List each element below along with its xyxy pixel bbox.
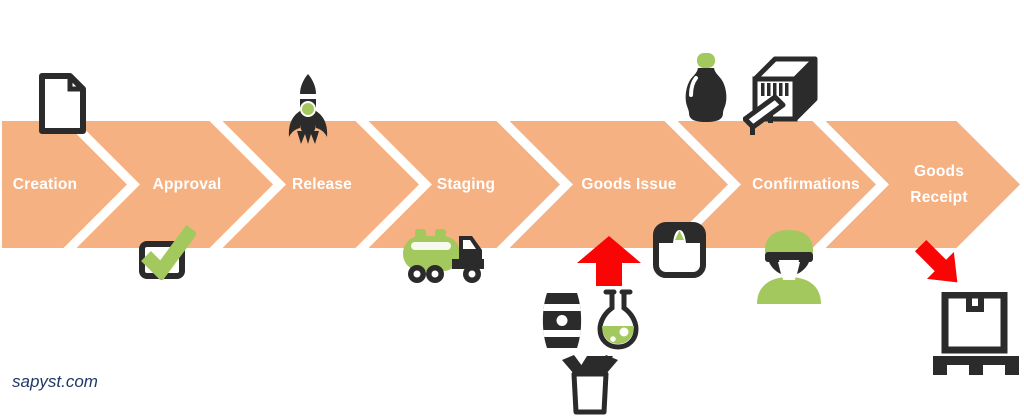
step-label-staging: Staging [436,175,496,193]
pallet-box-icon [933,292,1019,375]
document-icon [39,73,86,134]
step-label-approval: Approval [152,175,222,193]
step-label-goods-receipt: Goods Receipt [910,162,968,206]
open-box-icon [562,355,618,415]
worker-icon [757,230,821,304]
bottle-icon [685,53,727,122]
barrel-icon [542,293,582,348]
step-label-creation: Creation [12,175,78,193]
watermark-text: sapyst.com [12,372,98,391]
up-arrow-icon [577,236,641,286]
checkbox-check-icon [139,224,196,280]
packing-machine-icon [743,56,818,135]
chevron-band: Creation Approval Release Staging Goods … [2,121,1020,248]
rocket-icon [288,74,328,144]
step-label-release: Release [291,175,353,193]
scale-icon [653,222,706,278]
step-label-confirmations: Confirmations [752,175,860,193]
step-label-goods-issue: Goods Issue [581,175,677,193]
flask-icon [597,289,639,350]
tanker-truck-icon [403,229,484,283]
down-right-arrow-icon [914,239,958,283]
